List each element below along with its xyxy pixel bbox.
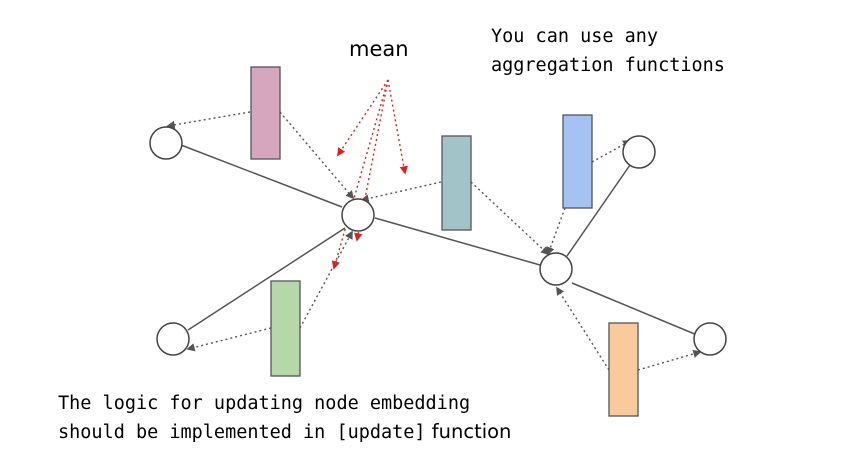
embedding-vector-blue bbox=[562, 114, 593, 209]
graph-node-3 bbox=[622, 135, 656, 169]
arrow-orange-to-n6 bbox=[637, 349, 702, 371]
mean-label: mean bbox=[349, 37, 409, 61]
arrow-green-to-center bbox=[299, 230, 353, 329]
edge-n1-center bbox=[180, 144, 343, 208]
arrow-pink-to-center bbox=[279, 111, 355, 200]
update-note-code: [update] bbox=[336, 422, 425, 443]
update-note-suffix: function bbox=[426, 420, 512, 443]
edge-center-n5 bbox=[374, 217, 541, 266]
arrow-pink-to-n1 bbox=[166, 111, 251, 130]
edge-n4-center bbox=[187, 227, 346, 331]
graph-node-center bbox=[341, 198, 375, 232]
mean-arrow-4 bbox=[331, 79, 389, 270]
mean-arrow-1 bbox=[337, 79, 389, 157]
arrow-blue-to-n5 bbox=[546, 207, 566, 256]
arrow-blue-to-n3 bbox=[591, 140, 632, 163]
arrow-teal-to-center bbox=[360, 181, 442, 203]
arrow-orange-to-n5 bbox=[556, 286, 610, 371]
graph-node-5 bbox=[539, 252, 573, 286]
arrow-green-to-n4 bbox=[186, 327, 272, 352]
graph-node-1 bbox=[149, 126, 183, 160]
aggregation-note-line2: aggregation functions bbox=[491, 55, 725, 76]
embedding-vector-green bbox=[270, 280, 301, 377]
embedding-vector-orange bbox=[608, 322, 639, 417]
edge-n5-n6 bbox=[571, 282, 698, 336]
update-note-prefix: should be implemented in bbox=[58, 422, 336, 443]
update-note-line1: The logic for updating node embedding bbox=[58, 393, 470, 414]
mean-arrow-2 bbox=[387, 79, 408, 175]
aggregation-note-line1: You can use any bbox=[491, 26, 658, 47]
graph-node-4 bbox=[156, 322, 190, 356]
embedding-vector-pink bbox=[250, 66, 281, 160]
graph-node-6 bbox=[693, 322, 727, 356]
update-note-line2: should be implemented in [update] functi… bbox=[58, 420, 511, 443]
arrow-teal-to-n5 bbox=[470, 181, 550, 256]
embedding-vector-teal bbox=[441, 135, 472, 231]
edge-n5-n3 bbox=[566, 164, 631, 257]
